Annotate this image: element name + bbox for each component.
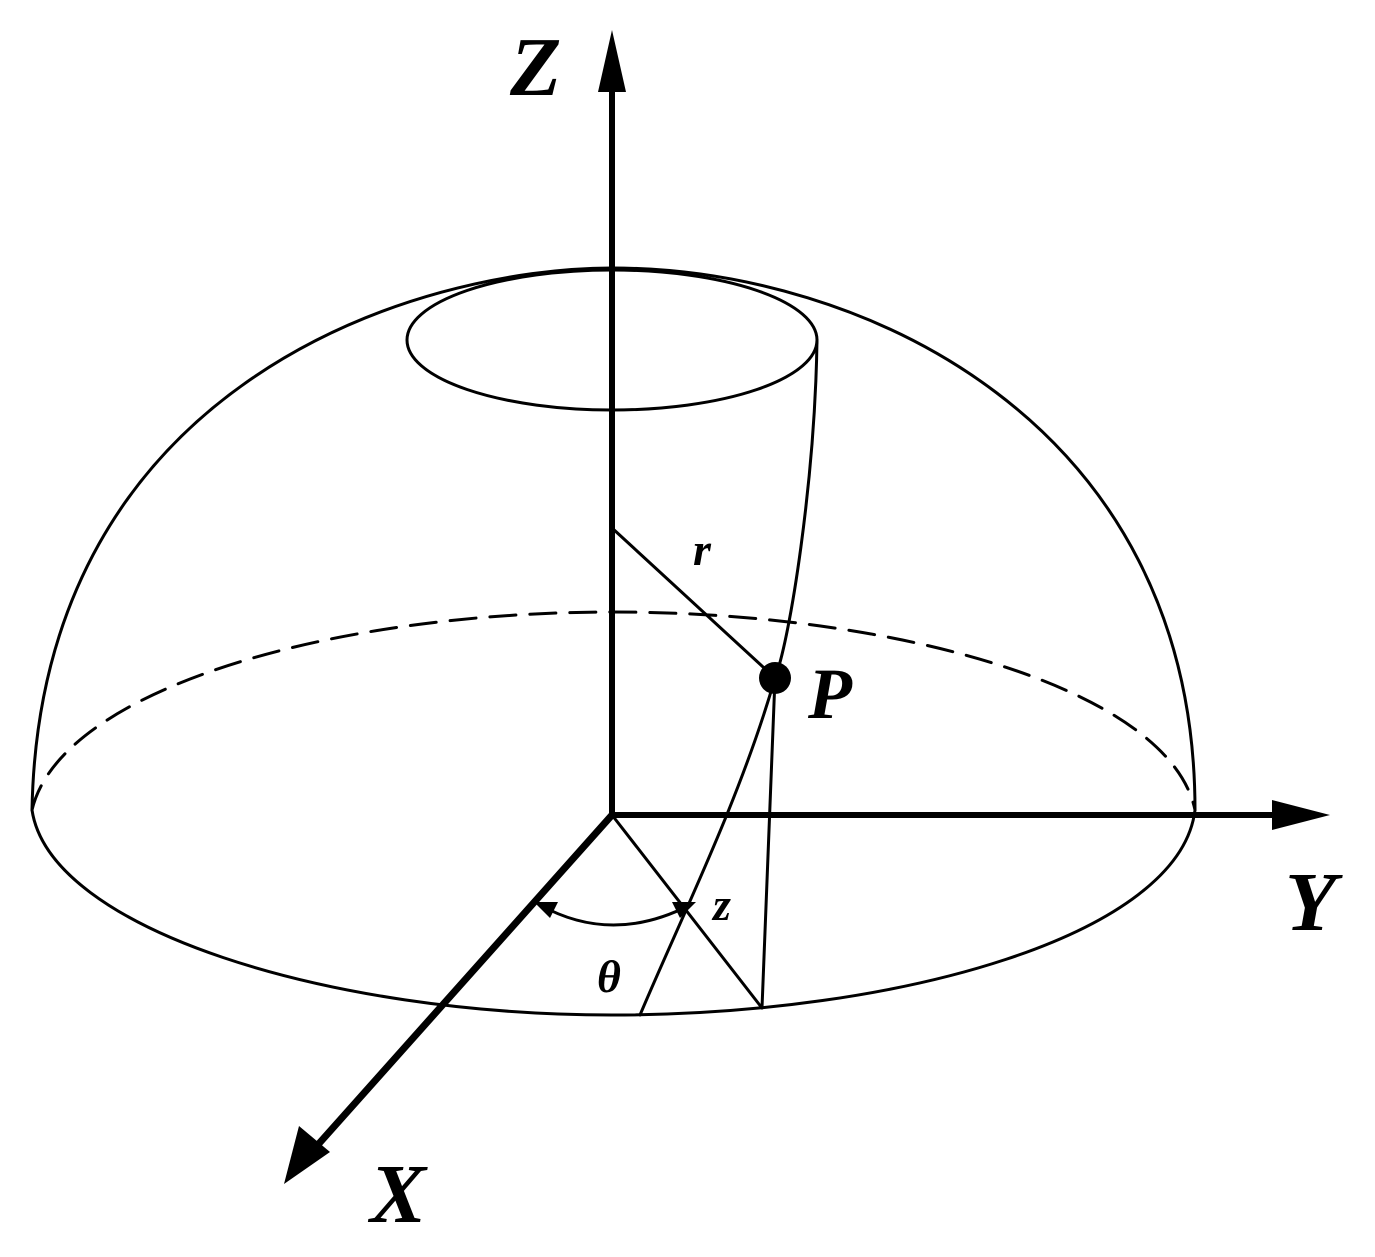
drop-line-from-point: [760, 676, 777, 1010]
base-ellipse-front: [30, 808, 1197, 1017]
radius-label: r: [693, 524, 712, 575]
theta-label: θ: [597, 951, 621, 1002]
height-label: z: [711, 879, 731, 930]
y-axis-arrowhead: [1272, 800, 1330, 830]
x-axis-line: [311, 811, 616, 1152]
z-axis-arrowhead: [598, 30, 626, 92]
theta-arc-arrowhead-left: [534, 902, 558, 918]
theta-angle-arc: [538, 903, 692, 927]
x-axis-arrowhead: [284, 1126, 330, 1184]
point-p-label: P: [807, 654, 853, 734]
x-axis-label: X: [367, 1148, 428, 1241]
y-axis-label: Y: [1285, 856, 1343, 949]
theta-arc-arrowhead-right: [672, 902, 696, 918]
base-projection-line: [610, 813, 764, 1010]
z-axis-label: Z: [509, 21, 561, 114]
point-p-marker: [759, 662, 791, 694]
radius-line: [610, 526, 777, 680]
